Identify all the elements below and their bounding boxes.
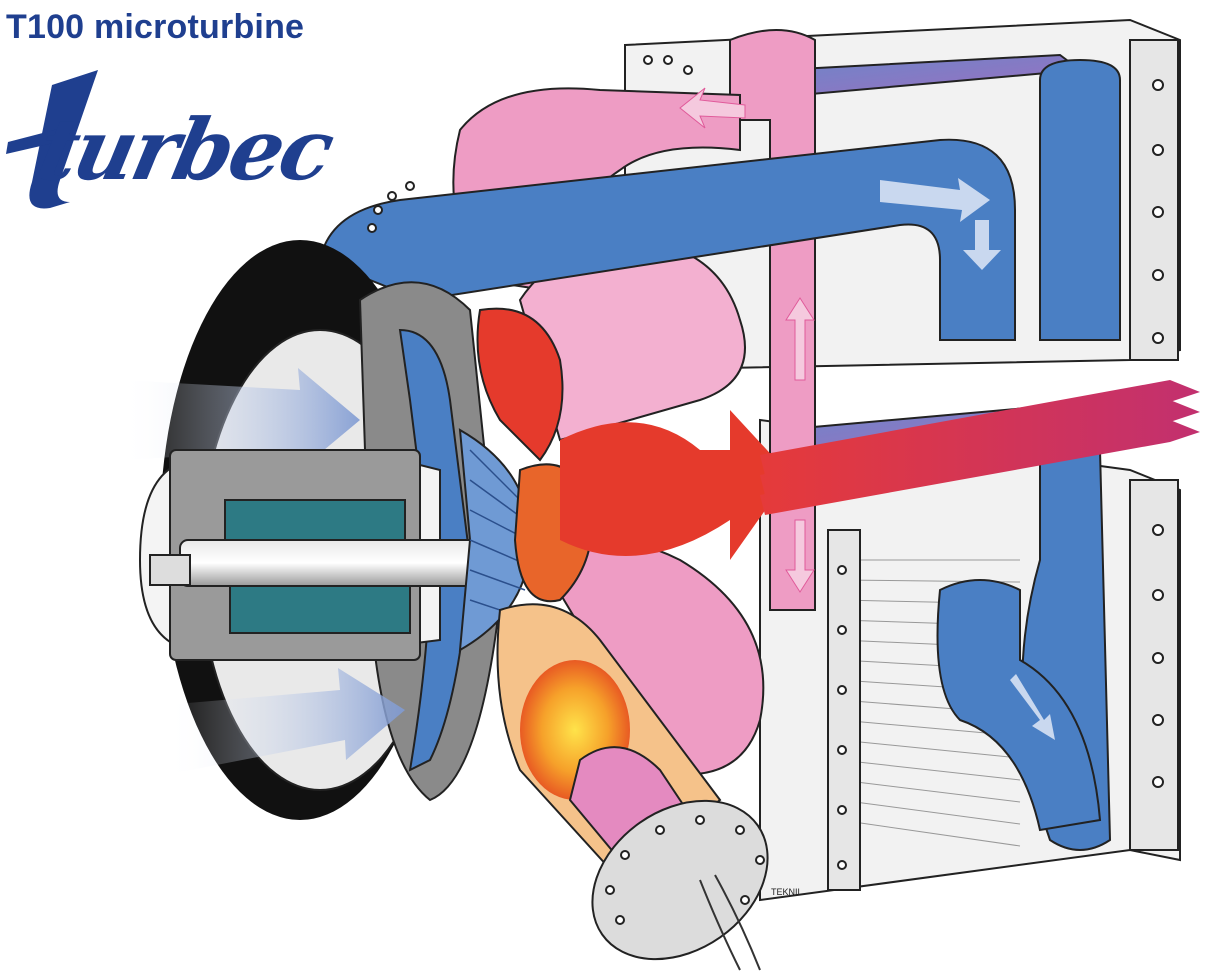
turbine-inlet-scroll: [476, 307, 564, 462]
diagram-title: T100 microturbine: [6, 8, 305, 46]
engine-housing: [160, 181, 502, 820]
shaft-nut: [149, 554, 191, 586]
turbec-logo: [6, 70, 98, 209]
intake-airflow: [120, 368, 405, 775]
intake-arrow-upper: [120, 368, 360, 470]
logo-t-stroke: [29, 70, 98, 209]
flange-bolts: [643, 55, 1164, 870]
recuperator-upper-flange: [1129, 39, 1179, 361]
exhaust-arrow-top: [679, 87, 746, 129]
turbine-section: [476, 307, 1200, 603]
exhaust-streams: [760, 380, 1200, 515]
stator-lower: [229, 584, 411, 634]
logo-t-crossbar: [6, 128, 62, 154]
end-cover-bolts: [605, 815, 765, 925]
compressed-air-duct: [318, 58, 1121, 851]
intake-arrow-lower: [165, 668, 405, 775]
fuel-line-b: [714, 874, 761, 971]
lower-air-elbow: [936, 579, 1102, 832]
recuperator-front-flange: [827, 529, 861, 891]
fuel-line-a: [699, 879, 741, 971]
exhaust-arrow-up: [785, 297, 815, 381]
exhaust-arrow-down: [785, 519, 815, 593]
generator: [138, 448, 481, 661]
recuperator-core-fins: [839, 559, 1021, 847]
recuperator-lower-flange: [1129, 479, 1179, 851]
air-arrow-down-duct: [963, 220, 1001, 270]
hot-gas-arrow: [560, 410, 790, 560]
housing-bolts: [367, 181, 415, 233]
air-arrow-elbow: [1010, 674, 1055, 740]
air-arrow-duct: [880, 178, 990, 222]
rotor-shaft: [179, 539, 481, 587]
recuperator-air-riser-top: [1039, 58, 1121, 341]
combustor: [496, 603, 769, 971]
combustor-end-cover: [591, 799, 769, 961]
upper-air-duct: [318, 138, 1016, 341]
illustrator-credit: TEKNIL: [771, 887, 803, 897]
